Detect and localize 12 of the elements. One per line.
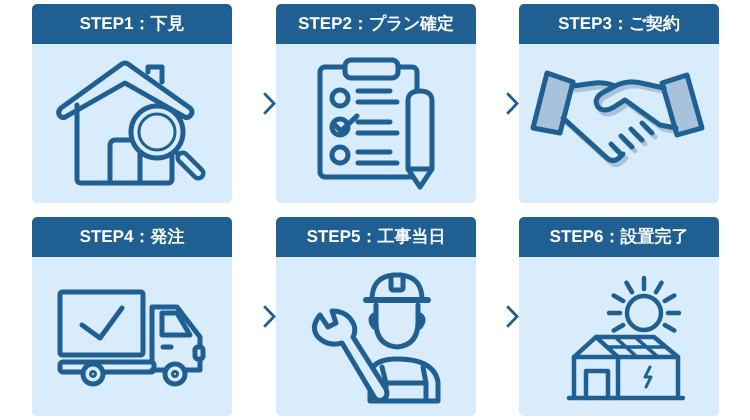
step-card xyxy=(276,217,476,416)
step-card xyxy=(276,4,476,203)
step-header: STEP5：工事当日 xyxy=(276,217,476,257)
step-header: STEP6：設置完了 xyxy=(519,217,719,257)
step-card xyxy=(32,217,232,416)
step-header: STEP1：下見 xyxy=(32,4,232,44)
step-header: STEP4：発注 xyxy=(32,217,232,257)
step-header: STEP3：ご契約 xyxy=(519,4,719,44)
step-card xyxy=(519,217,719,416)
step-card xyxy=(519,4,719,203)
step-card xyxy=(32,4,232,203)
step-header: STEP2：プラン確定 xyxy=(276,4,476,44)
